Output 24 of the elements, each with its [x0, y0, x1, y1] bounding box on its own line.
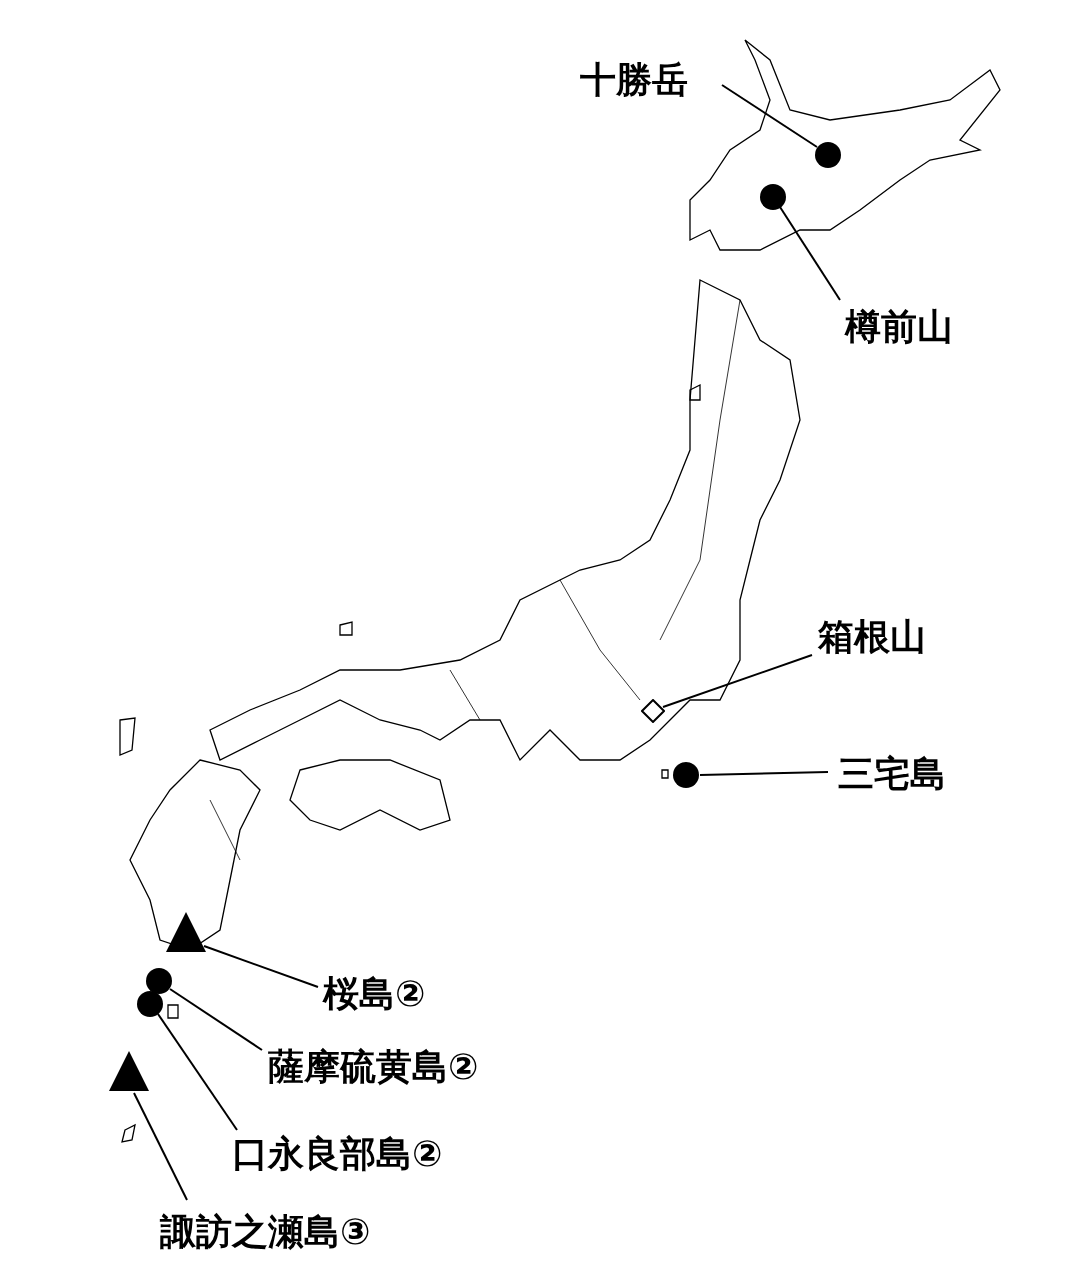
- triangle-marker: [166, 912, 206, 952]
- circle-marker: [146, 968, 172, 994]
- leader-line: [169, 988, 263, 1051]
- leader-line: [662, 654, 813, 708]
- circle-marker: [815, 142, 841, 168]
- volcano-name: 三宅島: [838, 752, 946, 796]
- triangle-marker: [109, 1051, 149, 1091]
- volcano-name: 薩摩硫黄島②: [268, 1045, 479, 1089]
- volcano-name: 十勝岳: [580, 58, 688, 102]
- leader-line: [699, 771, 829, 776]
- diamond-marker: [641, 699, 665, 723]
- circle-marker: [137, 991, 163, 1017]
- leader-line: [721, 84, 818, 148]
- leader-line: [133, 1092, 188, 1201]
- volcano-name: 桜島②: [323, 972, 426, 1016]
- volcano-name: 箱根山: [818, 615, 926, 659]
- leader-line: [779, 206, 841, 301]
- circle-marker: [673, 762, 699, 788]
- volcano-name: 諏訪之瀬島③: [160, 1210, 371, 1254]
- leader-line: [203, 945, 319, 988]
- volcano-name: 樽前山: [845, 305, 953, 349]
- volcano-name: 口永良部島②: [232, 1132, 443, 1176]
- leader-line: [157, 1013, 238, 1131]
- circle-marker: [760, 184, 786, 210]
